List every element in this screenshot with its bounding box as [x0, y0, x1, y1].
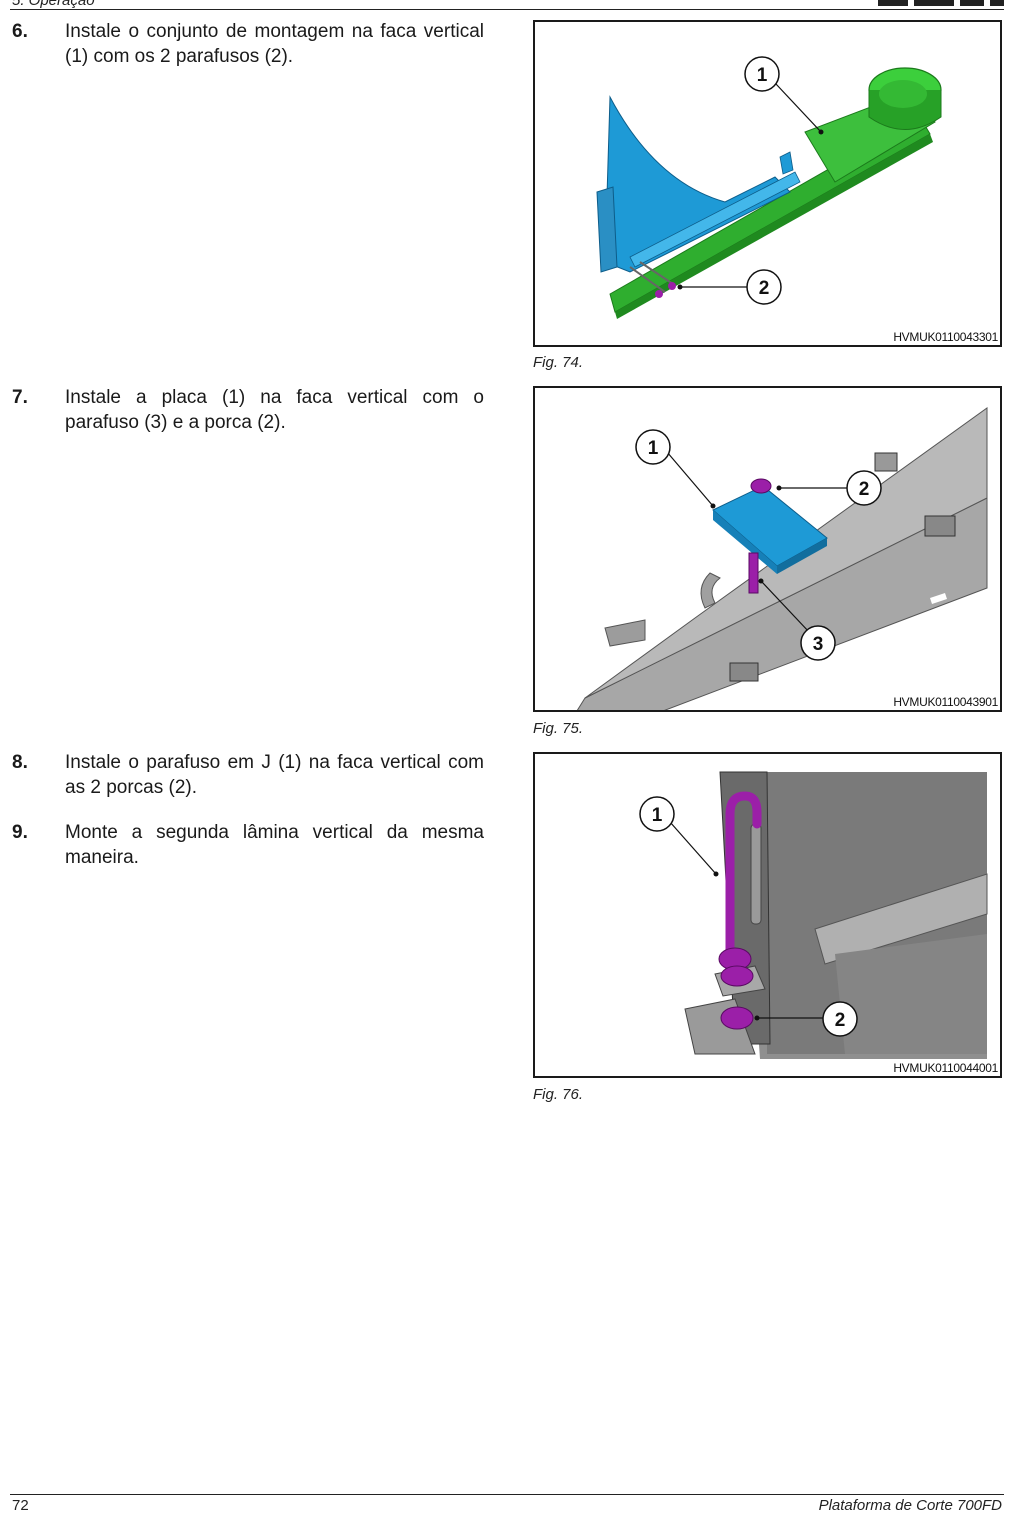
figure-code: HVMUK0110044001 — [890, 1061, 998, 1075]
step-number: 7. — [12, 387, 28, 408]
step-text: Instale o parafuso em J (1) na faca vert… — [65, 752, 484, 798]
callout-3: 3 — [813, 634, 824, 655]
step-9: 9. Monte a segunda lâmina vertical da me… — [12, 820, 484, 870]
figure-74: 1 2 HVMUK0110043301 — [533, 20, 1002, 347]
step-number: 6. — [12, 21, 28, 42]
plate-illustration: 1 2 3 — [576, 407, 988, 710]
step-number: 9. — [12, 822, 28, 843]
callout-1: 1 — [757, 65, 768, 86]
callout-2: 2 — [859, 479, 870, 500]
figure-code: HVMUK0110043301 — [890, 330, 998, 344]
callout-1: 1 — [648, 438, 659, 459]
figure-caption: Fig. 74. — [533, 354, 584, 371]
figure-75: 1 2 3 HVMUK0110043901 — [533, 386, 1002, 712]
brand-logo — [854, 0, 1004, 6]
callout-1: 1 — [652, 805, 663, 826]
step-number: 8. — [12, 752, 28, 773]
j-bolt-illustration: 1 2 — [639, 771, 988, 1059]
figure-caption: Fig. 76. — [533, 1086, 584, 1103]
knife-mount-illustration: 1 2 — [596, 56, 942, 319]
footer-rule — [10, 1494, 1004, 1495]
callout-2: 2 — [759, 278, 770, 299]
step-7: 7. Instale a placa (1) na faca vertical … — [12, 385, 484, 435]
section-title: 5. Operação — [12, 0, 95, 9]
figure-code: HVMUK0110043901 — [890, 695, 998, 709]
header-rule — [10, 9, 1004, 10]
figure-76: 1 2 HVMUK0110044001 — [533, 752, 1002, 1078]
step-6: 6. Instale o conjunto de montagem na fac… — [12, 19, 484, 69]
step-8: 8. Instale o parafuso em J (1) na faca v… — [12, 750, 484, 800]
figure-caption: Fig. 75. — [533, 720, 584, 737]
step-text: Instale o conjunto de montagem na faca v… — [65, 21, 484, 67]
document-title: Plataforma de Corte 700FD — [818, 1497, 1002, 1514]
page-number: 72 — [12, 1497, 29, 1514]
step-text: Instale a placa (1) na faca vertical com… — [65, 387, 484, 433]
step-text: Monte a segunda lâmina vertical da mesma… — [65, 822, 484, 868]
callout-2: 2 — [835, 1010, 846, 1031]
